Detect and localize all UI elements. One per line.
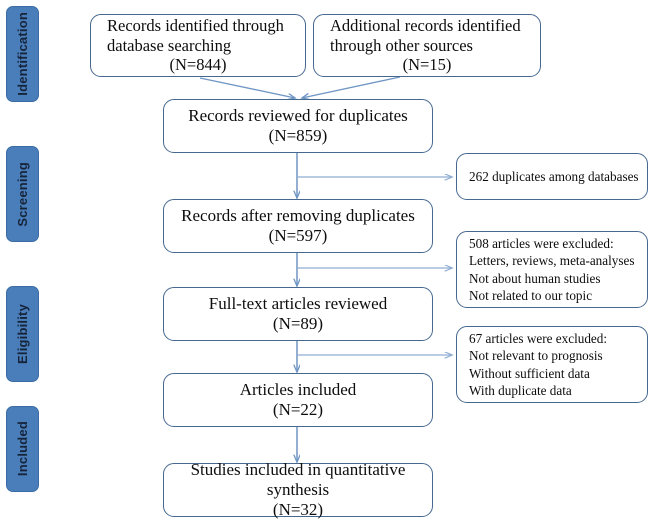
note-line: Without sufficient data [469, 365, 590, 381]
note-line: Not relevant to prognosis [469, 348, 603, 364]
box-count: (N=32) [272, 500, 324, 520]
box-articles-included: Articles included (N=22) [163, 373, 433, 427]
box-records-after-removing-duplicates: Records after removing duplicates (N=597… [163, 199, 433, 253]
phase-label-identification: Identification [15, 12, 30, 96]
box-line: Full-text articles reviewed [208, 293, 388, 313]
box-line: Records identified through [107, 16, 284, 36]
box-records-reviewed-for-duplicates: Records reviewed for duplicates (N=859) [163, 99, 433, 153]
note-line: Not about human studies [469, 270, 601, 286]
box-records-database-searching: Records identified through database sear… [90, 14, 306, 77]
box-count: (N=15) [402, 55, 452, 75]
note-line: Letters, reviews, meta-analyses [469, 253, 635, 269]
arrow-other-to-duplicates [302, 76, 401, 98]
box-line: Additional records identified [330, 16, 521, 36]
phase-label-eligibility: Eligibility [15, 304, 30, 364]
box-full-text-articles-reviewed: Full-text articles reviewed (N=89) [163, 287, 433, 341]
box-line: database searching [107, 35, 232, 55]
phase-pill-identification: Identification [6, 6, 39, 102]
note-line: Not related to our topic [469, 287, 593, 303]
note-excluded-67: 67 articles were excluded: Not relevant … [456, 326, 648, 403]
box-count: (N=22) [272, 400, 324, 419]
note-excluded-508: 508 articles were excluded: Letters, rev… [456, 231, 648, 308]
box-line: through other sources [330, 35, 473, 55]
box-count: (N=844) [169, 55, 227, 75]
note-line: 508 articles were excluded: [469, 236, 614, 252]
phase-label-screening: Screening [15, 161, 30, 227]
box-studies-included-quantitative-synthesis: Studies included in quantitative synthes… [163, 459, 433, 520]
box-additional-records-other-sources: Additional records identified through ot… [313, 14, 541, 77]
phase-pill-included: Included [6, 406, 39, 492]
box-line: Records after removing duplicates [181, 205, 415, 225]
note-duplicates-among-databases: 262 duplicates among databases [456, 153, 648, 200]
note-line: With duplicate data [469, 382, 572, 398]
box-count: (N=89) [272, 314, 324, 333]
note-line: 262 duplicates among databases [469, 168, 639, 184]
arrow-database-to-duplicates [199, 77, 295, 98]
box-line: Articles included [239, 379, 357, 399]
phase-label-included: Included [15, 421, 30, 477]
box-count: (N=859) [268, 126, 328, 145]
box-count: (N=597) [268, 226, 328, 245]
phase-pill-screening: Screening [6, 146, 39, 242]
phase-pill-eligibility: Eligibility [6, 286, 39, 382]
box-line: Records reviewed for duplicates [188, 105, 408, 125]
box-line: Studies included in quantitative [190, 459, 406, 479]
note-line: 67 articles were excluded: [469, 331, 608, 347]
box-line: synthesis [266, 479, 330, 499]
